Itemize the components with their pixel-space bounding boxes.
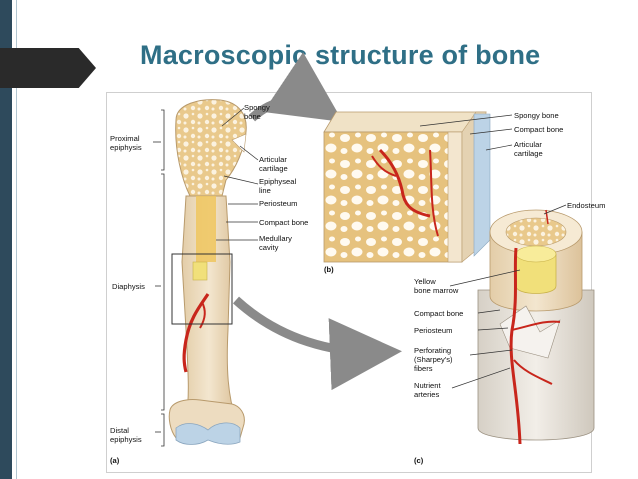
label-diaphysis: Diaphysis: [112, 282, 145, 291]
zoom-arrow-top: [248, 52, 343, 122]
label-yellow-bone-marrow-2: bone marrow: [414, 286, 459, 295]
panel-c-leaders: [449, 204, 567, 389]
label-perforating-fibers-3: fibers: [414, 364, 433, 373]
label-nutrient-arteries-1: Nutrient: [414, 381, 441, 390]
zoom-arrow-bottom: [232, 296, 402, 391]
label-spongy-bone-a-1: Spongy: [244, 103, 270, 112]
panel-a-letter: (a): [110, 456, 120, 465]
slide-arrow-tab: [0, 48, 96, 88]
long-bone: [168, 99, 247, 445]
label-perforating-fibers-1: Perforating: [414, 346, 451, 355]
label-articular-cartilage-b-2: cartilage: [514, 149, 543, 158]
label-distal-epiphysis-1: Distal: [110, 426, 129, 435]
panel-a-brackets: [153, 109, 165, 447]
sidebar-accent-bar: [0, 0, 12, 479]
label-perforating-fibers-2: (Sharpey's): [414, 355, 453, 364]
sidebar-accent-line: [16, 0, 17, 479]
label-endosteum: Endosteum: [567, 201, 605, 210]
label-medullary-cavity-1: Medullary: [259, 234, 292, 243]
label-epiphyseal-line-1: Epiphyseal: [259, 177, 296, 186]
label-spongy-bone-b: Spongy bone: [514, 111, 559, 120]
label-epiphyseal-line-2: line: [259, 186, 271, 195]
label-compact-bone-c: Compact bone: [414, 309, 463, 318]
label-articular-cartilage-a-1: Articular: [259, 155, 287, 164]
label-compact-bone-b: Compact bone: [514, 125, 563, 134]
panel-a-leaders: [216, 107, 259, 241]
label-compact-bone-a: Compact bone: [259, 218, 308, 227]
label-proximal-epiphysis-2: epiphysis: [110, 143, 142, 152]
label-periosteum-c: Periosteum: [414, 326, 452, 335]
label-yellow-bone-marrow-1: Yellow: [414, 277, 436, 286]
label-medullary-cavity-2: cavity: [259, 243, 279, 252]
panel-b-letter: (b): [324, 265, 334, 274]
panel-b-leaders: [419, 114, 513, 151]
label-articular-cartilage-a-2: cartilage: [259, 164, 288, 173]
panel-c-letter: (c): [414, 456, 424, 465]
label-periosteum-a: Periosteum: [259, 199, 297, 208]
label-nutrient-arteries-2: arteries: [414, 390, 440, 399]
bone-shaft-section: [477, 209, 595, 445]
label-distal-epiphysis-2: epiphysis: [110, 435, 142, 444]
label-proximal-epiphysis-1: Proximal: [110, 134, 140, 143]
label-spongy-bone-a-2: bone: [244, 112, 261, 121]
spongy-bone-block: [323, 111, 491, 263]
label-articular-cartilage-b-1: Articular: [514, 140, 542, 149]
